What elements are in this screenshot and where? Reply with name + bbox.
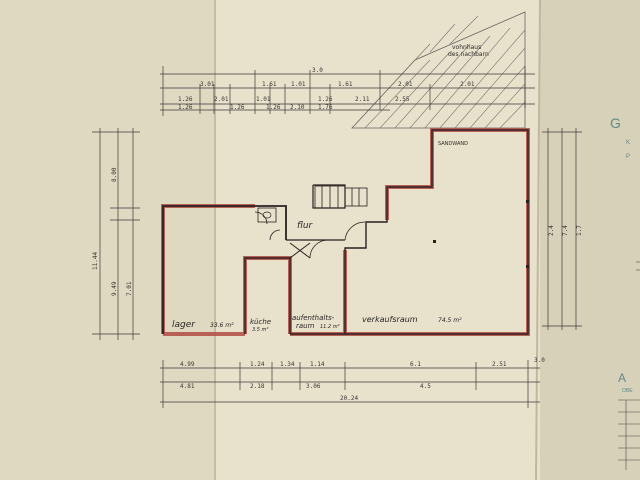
- dim-top-1c: 1.01: [291, 81, 306, 88]
- paper-panel-right: [540, 0, 640, 480]
- dim-top-3d: 2.10: [290, 104, 305, 111]
- dim-bottom-1b: 1.24: [250, 361, 265, 368]
- left-dimension-lines: [92, 128, 140, 340]
- neighbor-building-hatch: [351, 11, 526, 129]
- wc-bowl-icon: [262, 211, 272, 219]
- dim-right-b: 7.4: [562, 225, 569, 236]
- sand-wall-label: SANDWAND: [438, 141, 468, 147]
- room-kueche-name: küche: [250, 318, 271, 326]
- building-walls: [161, 128, 530, 336]
- dim-top-3c: 1.26: [266, 104, 281, 111]
- neighbor-label-line2: des nachbarn: [448, 51, 489, 58]
- neighbor-label-line1: vohnhaus: [452, 44, 481, 51]
- dim-bottom-2c: 3.06: [306, 383, 321, 390]
- dim-top-1a: 3.01: [200, 81, 215, 88]
- bottom-dimension-lines: [160, 360, 540, 408]
- dim-bottom-1e: 6.1: [410, 361, 421, 368]
- dim-bottom-2a: 4.81: [180, 383, 195, 390]
- wc-fixture: [257, 207, 277, 223]
- side-sheet-table: [618, 399, 640, 470]
- dim-bottom-1c: 1.34: [280, 361, 295, 368]
- dim-bottom-1a: 4.99: [180, 361, 195, 368]
- dim-right-a: 2.4: [548, 225, 555, 236]
- dim-top-2f: 2.55: [395, 96, 410, 103]
- dim-top-1b: 1.61: [262, 81, 277, 88]
- dim-top-1e: 2.01: [460, 81, 475, 88]
- dim-bottom-total: 20.24: [340, 395, 358, 402]
- dim-bottom-1d: 1.14: [310, 361, 325, 368]
- side-sheet-line-bottom: OBE: [622, 388, 633, 394]
- dim-top-2d: 1.26: [318, 96, 333, 103]
- side-sheet-line2: P: [626, 154, 630, 160]
- dim-bottom-1f: 2.51: [492, 361, 507, 368]
- dim-top-2e: 2.11: [355, 96, 370, 103]
- room-lager-name: lager: [172, 320, 196, 330]
- dim-bottom-2d: 4.5: [420, 383, 431, 390]
- room-verkauf-name: verkaufsraum: [362, 315, 418, 324]
- side-sheet-tick: [636, 261, 640, 271]
- dim-top-2a: 1.26: [178, 96, 193, 103]
- dim-bottom-2b: 2.18: [250, 383, 265, 390]
- dim-top-3a: 1.26: [178, 104, 193, 111]
- dim-top-1d: 2.01: [398, 81, 413, 88]
- dim-left-inner: 7.01: [126, 281, 133, 296]
- dim-top-3e: 1.76: [318, 104, 333, 111]
- side-sheet-letter-bottom: A: [618, 371, 626, 385]
- side-sheet-letter-top: G: [610, 115, 621, 131]
- room-aufenthalt-name: aufenthalts-: [292, 314, 335, 322]
- dim-bottom-right: 3.0: [534, 357, 545, 364]
- flur-label: flur: [297, 221, 314, 231]
- dim-left-total: 11.44: [92, 252, 99, 270]
- dim-top-right: 3.0: [312, 67, 323, 74]
- paper-panel-middle: [215, 0, 540, 480]
- staircase: [314, 185, 368, 209]
- dim-left-lower: 9.49: [111, 281, 118, 296]
- room-lager-area: 33.6 m²: [210, 322, 234, 329]
- dim-top-1f: 1.61: [338, 81, 353, 88]
- dim-left-upper: 8.00: [111, 167, 118, 182]
- dim-right-c: 1.7: [576, 225, 583, 236]
- room-aufenthalt-sub: raum: [296, 322, 315, 330]
- room-aufenthalt-area: 11.2 m²: [320, 324, 340, 330]
- side-sheet-line1: K: [626, 140, 630, 146]
- right-dimension-lines: [542, 128, 582, 330]
- fold-line-right: [535, 0, 541, 480]
- dim-top-2c: 1.01: [256, 96, 271, 103]
- room-verkauf-area: 74.5 m²: [438, 317, 462, 324]
- paper-panel-left: [0, 0, 215, 480]
- column-markers: [433, 200, 529, 268]
- door-swings: [254, 211, 366, 259]
- room-kueche-area: 3.5 m²: [252, 327, 268, 333]
- dim-top-2b: 2.01: [214, 96, 229, 103]
- top-dimension-lines: [160, 66, 535, 116]
- dim-top-3b: 1.26: [230, 104, 245, 111]
